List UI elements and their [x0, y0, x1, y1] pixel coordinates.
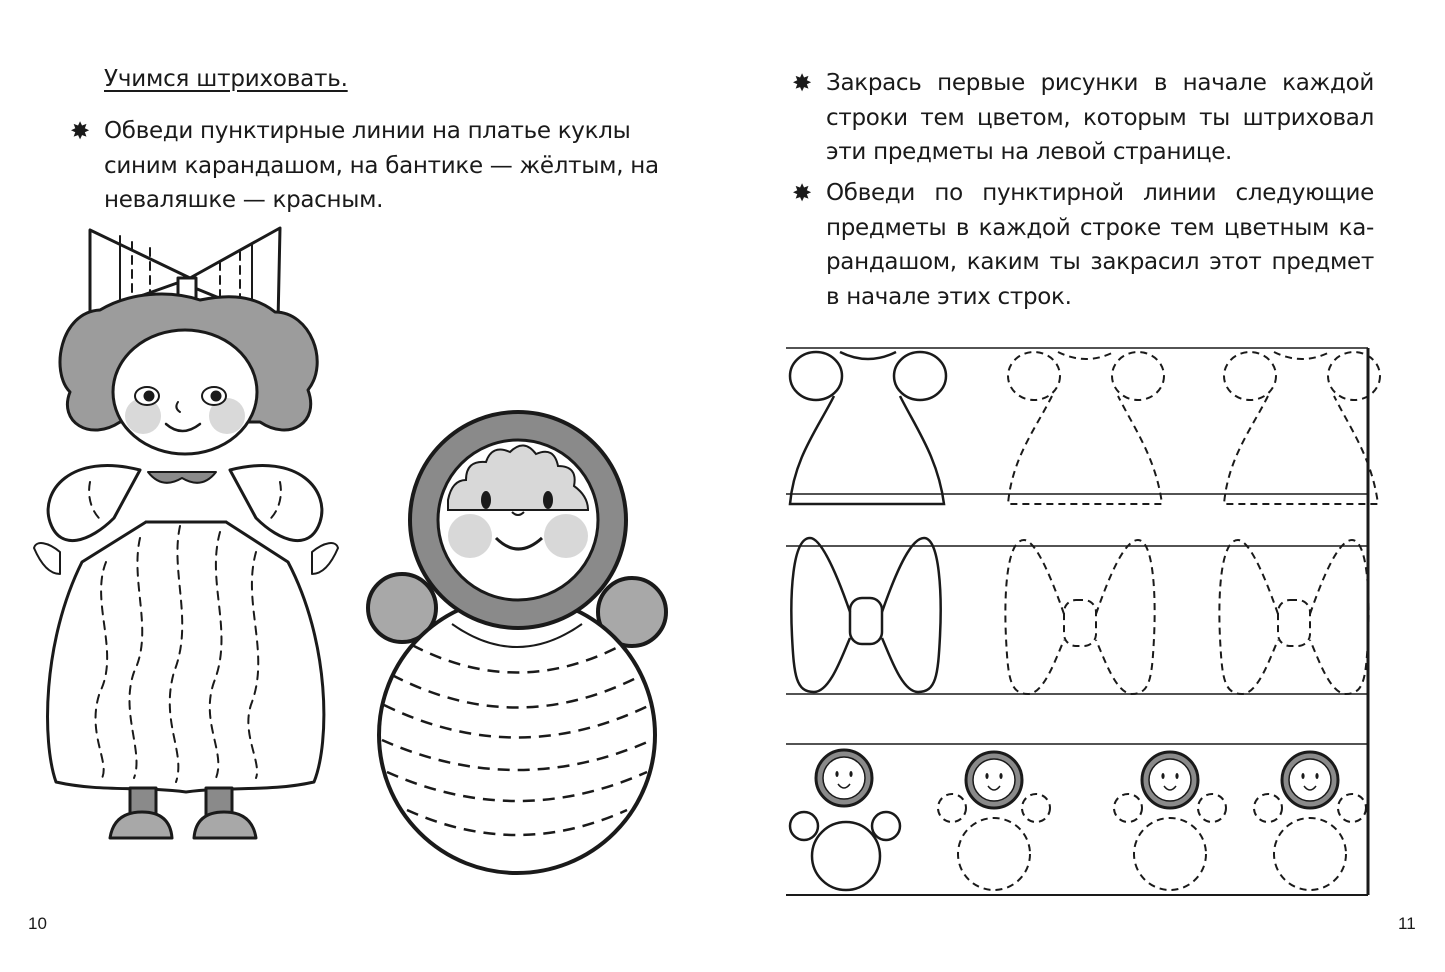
page-number: 10: [28, 914, 47, 933]
instruction-line: предметы в каждой строке тем цветным ка-: [826, 214, 1374, 241]
dress-solid: [788, 350, 948, 506]
star-bullet-icon: ✸: [792, 69, 812, 97]
page-number: 11: [1398, 914, 1416, 933]
row-roly-poly: [788, 748, 1367, 892]
doll-illustration: [33, 226, 339, 840]
left-page: Учимся штриховать. ✸ Обведи пунктирные л…: [0, 0, 722, 972]
page-heading: Учимся штриховать.: [104, 66, 348, 92]
right-page: ✸ Закрась первые рисунки в начале каждой…: [722, 0, 1445, 972]
row-bow: [790, 536, 1370, 695]
instruction-trace-doll: ✸ Обведи пунктирные линии на платье кукл…: [70, 114, 660, 218]
instruction-color-first: ✸ Закрась первые рисунки в начале каждой…: [792, 66, 1374, 170]
instruction-line: строки тем цветом, которым ты штриховал: [826, 104, 1374, 131]
instruction-line: неваляшке — красным.: [104, 187, 384, 213]
roly-poly-dashed: [937, 750, 1051, 891]
roly-poly-dashed: [1113, 750, 1227, 891]
dress: [46, 520, 326, 794]
roly-poly-illustration: [366, 410, 668, 875]
dress-dashed: [1223, 351, 1381, 505]
bow-dashed: [1218, 539, 1370, 695]
instruction-line: Обведи по пунктирной линии следующие: [826, 180, 1374, 206]
bow-solid: [790, 536, 942, 694]
instruction-line: синим карандашом, на бантике — жёлтым, н…: [104, 152, 659, 179]
instruction-line: Закрась первые рисунки в начале каждой: [826, 70, 1374, 96]
instruction-trace-items: ✸ Обведи по пунктирной линии следующие п…: [792, 176, 1374, 314]
tracing-grid: [786, 347, 1381, 896]
left-sleeve: [46, 464, 142, 542]
star-bullet-icon: ✸: [70, 117, 90, 145]
face: [111, 328, 259, 456]
instruction-line: Обведи пунктирные линии на платье куклы: [104, 118, 631, 144]
instruction-line: эти предметы на левой странице.: [826, 139, 1233, 165]
roly-poly-solid: [788, 748, 902, 892]
instruction-line: рандашом, каким ты закрасил этот предмет: [826, 249, 1374, 275]
instruction-line: в начале этих строк.: [826, 283, 1072, 310]
row-dress: [788, 350, 1381, 506]
roly-poly-body: [377, 595, 657, 875]
roly-poly-dashed: [1253, 750, 1367, 891]
right-sleeve: [228, 464, 324, 542]
star-bullet-icon: ✸: [792, 179, 812, 207]
bow-dashed: [1004, 539, 1156, 695]
dress-dashed: [1007, 351, 1165, 505]
